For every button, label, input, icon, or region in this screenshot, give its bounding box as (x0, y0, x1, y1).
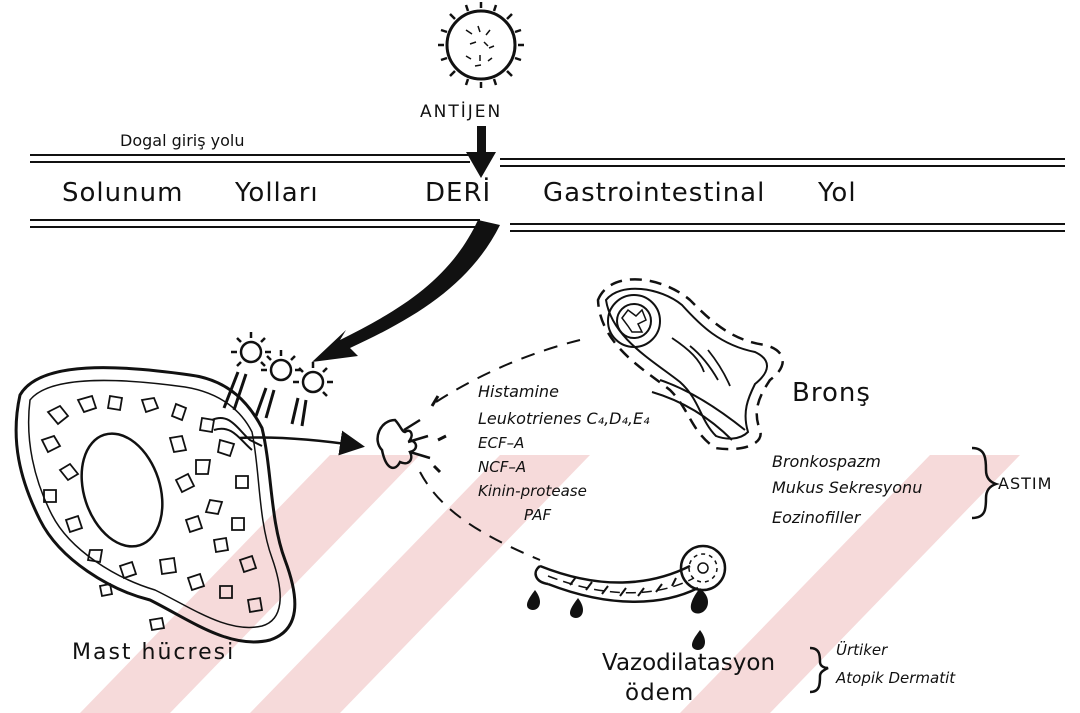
mast-cell-label: Mast hücresi (72, 642, 235, 664)
mediator-ncf-a: NCF–A (478, 460, 526, 475)
route-respiratory-1: Solunum (62, 180, 183, 206)
route-gastrointestinal-1: Gastrointestinal (543, 180, 765, 206)
antigen-particle-icon (438, 2, 524, 88)
route-respiratory-2: Yolları (235, 180, 319, 206)
effect-mucus-secretion: Mukus Sekresyonu (772, 480, 922, 496)
vasodilation-label: Vazodilatasyon (602, 652, 775, 675)
mediator-ecf-a: ECF–A (478, 436, 524, 451)
mediator-paf: PAF (524, 508, 551, 523)
asthma-label: ASTIM (998, 476, 1052, 492)
antigen-to-mast-cell-arrow (312, 220, 500, 362)
mediator-histamine: Histamine (478, 384, 559, 400)
edema-label: ödem (625, 682, 694, 705)
route-skin: DERİ (425, 180, 491, 206)
natural-entry-caption: Dogal giriş yolu (120, 133, 245, 149)
mediator-kinin-protease: Kinin-protease (478, 484, 587, 499)
effect-eosinophils: Eozinofiller (772, 510, 860, 526)
mediator-leukotrienes: Leukotrienes C₄,D₄,E₄ (478, 411, 650, 427)
edema-drop-icons (527, 588, 708, 650)
antigen-label: ANTİJEN (420, 104, 502, 121)
result-atopic-dermatitis: Atopik Dermatit (836, 671, 955, 686)
bound-antigen-icons (224, 332, 333, 426)
result-urticaria: Ürtiker (836, 643, 887, 658)
antigen-entry-arrow (466, 126, 496, 178)
effect-bronchospasm: Bronkospazm (772, 454, 881, 470)
bronchus-label: Bronş (792, 380, 871, 406)
route-gastrointestinal-2: Yol (818, 180, 857, 206)
